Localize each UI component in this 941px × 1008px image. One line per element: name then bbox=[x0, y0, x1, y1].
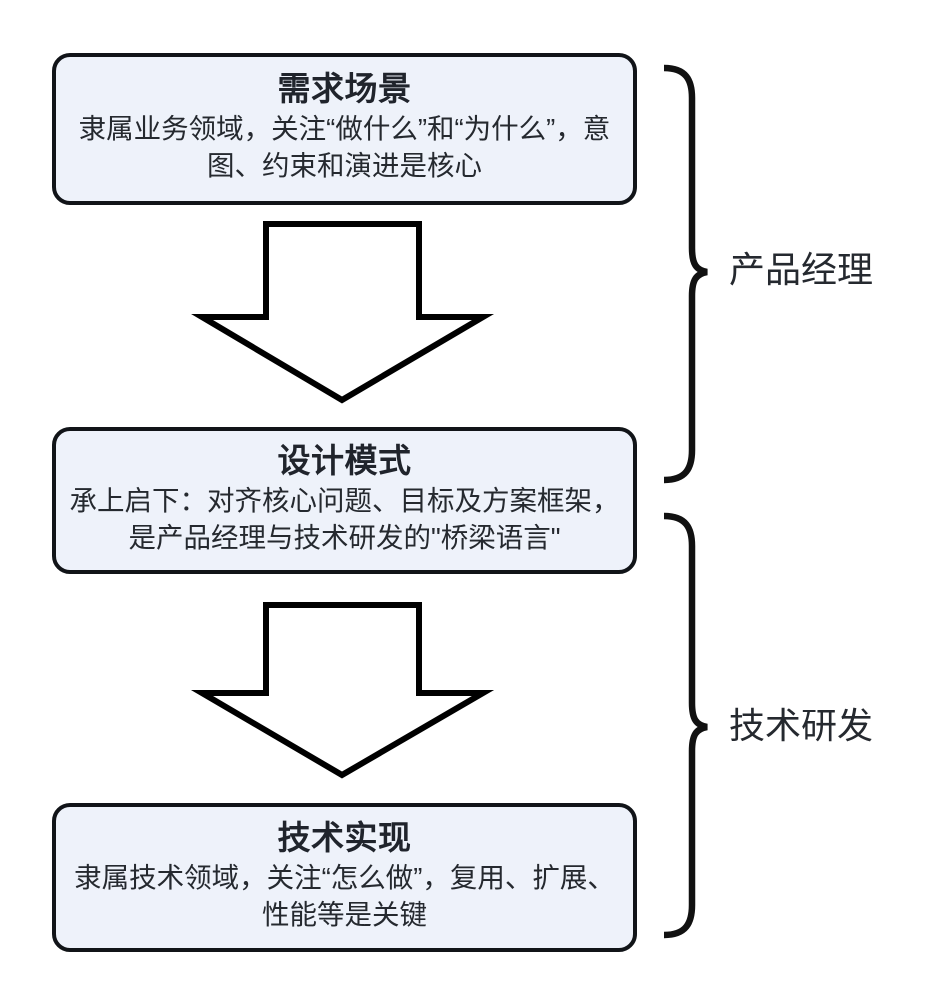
brace-tech-rd bbox=[663, 512, 708, 939]
node-design[interactable]: 设计模式 承上启下：对齐核心问题、目标及方案框架，是产品经理与技术研发的"桥梁语… bbox=[52, 427, 637, 574]
arrow-down-design-to-tech bbox=[190, 602, 495, 779]
brace-label-tech-rd: 技术研发 bbox=[729, 705, 874, 746]
brace-label-product-manager: 产品经理 bbox=[729, 249, 874, 290]
brace-product-manager bbox=[663, 64, 708, 484]
node-design-title: 设计模式 bbox=[277, 441, 412, 479]
node-tech[interactable]: 技术实现 隶属技术领域，关注“怎么做”，复用、扩展、性能等是关键 bbox=[52, 803, 637, 952]
node-design-body: 承上启下：对齐核心问题、目标及方案框架，是产品经理与技术研发的"桥梁语言" bbox=[69, 484, 620, 553]
arrow-down-requirement-to-design bbox=[191, 221, 495, 404]
node-tech-title: 技术实现 bbox=[277, 818, 412, 856]
node-tech-body: 隶属技术领域，关注“怎么做”，复用、扩展、性能等是关键 bbox=[74, 861, 615, 930]
node-requirement-body: 隶属业务领域，关注“做什么”和“为什么”，意图、约束和演进是核心 bbox=[78, 113, 611, 182]
node-requirement-title: 需求场景 bbox=[277, 70, 412, 108]
node-requirement[interactable]: 需求场景 隶属业务领域，关注“做什么”和“为什么”，意图、约束和演进是核心 bbox=[52, 53, 637, 205]
